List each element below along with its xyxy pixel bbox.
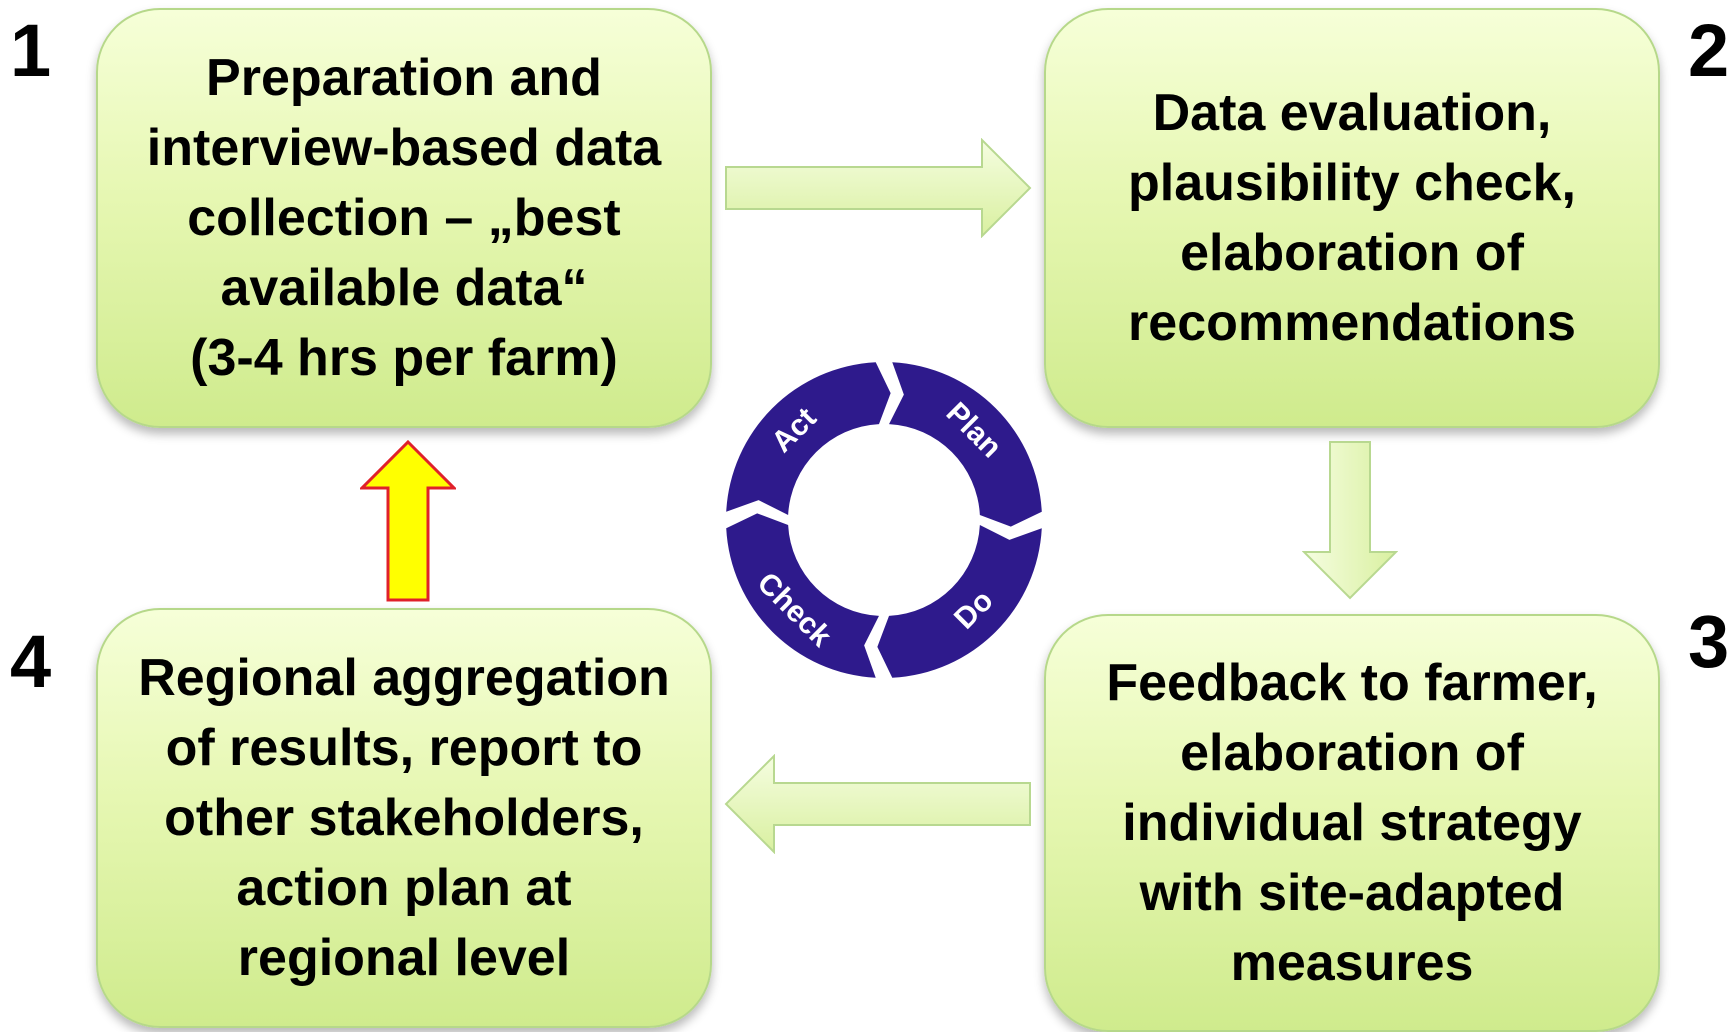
step-box-2: Data evaluation, plausibility check, ela… bbox=[1044, 8, 1660, 428]
arrow-down-2-to-3 bbox=[1302, 441, 1398, 600]
arrow-up-4-to-1 bbox=[360, 440, 456, 602]
arrow-right-1-to-2 bbox=[725, 138, 1032, 238]
step-text-4: Regional aggregation of results, report … bbox=[138, 649, 670, 987]
step-text-2: Data evaluation, plausibility check, ela… bbox=[1128, 84, 1576, 352]
step-number-3: 3 bbox=[1688, 600, 1730, 683]
step-box-1: Preparation and interview-based data col… bbox=[96, 8, 712, 428]
step-number-1: 1 bbox=[10, 9, 52, 92]
step-box-4: Regional aggregation of results, report … bbox=[96, 608, 712, 1028]
arrow-left-3-to-4 bbox=[724, 754, 1031, 854]
step-text-1: Preparation and interview-based data col… bbox=[146, 49, 662, 387]
step-box-3: Feedback to farmer, elaboration of indiv… bbox=[1044, 614, 1660, 1032]
step-text-3: Feedback to farmer, elaboration of indiv… bbox=[1106, 654, 1598, 992]
cycle-segment-plan bbox=[889, 362, 1042, 527]
cycle-segment-act bbox=[726, 362, 891, 515]
step-number-2: 2 bbox=[1688, 9, 1730, 92]
step-number-4: 4 bbox=[10, 620, 52, 703]
cycle-segment-check bbox=[726, 513, 879, 678]
cycle-segment-do bbox=[877, 525, 1042, 678]
